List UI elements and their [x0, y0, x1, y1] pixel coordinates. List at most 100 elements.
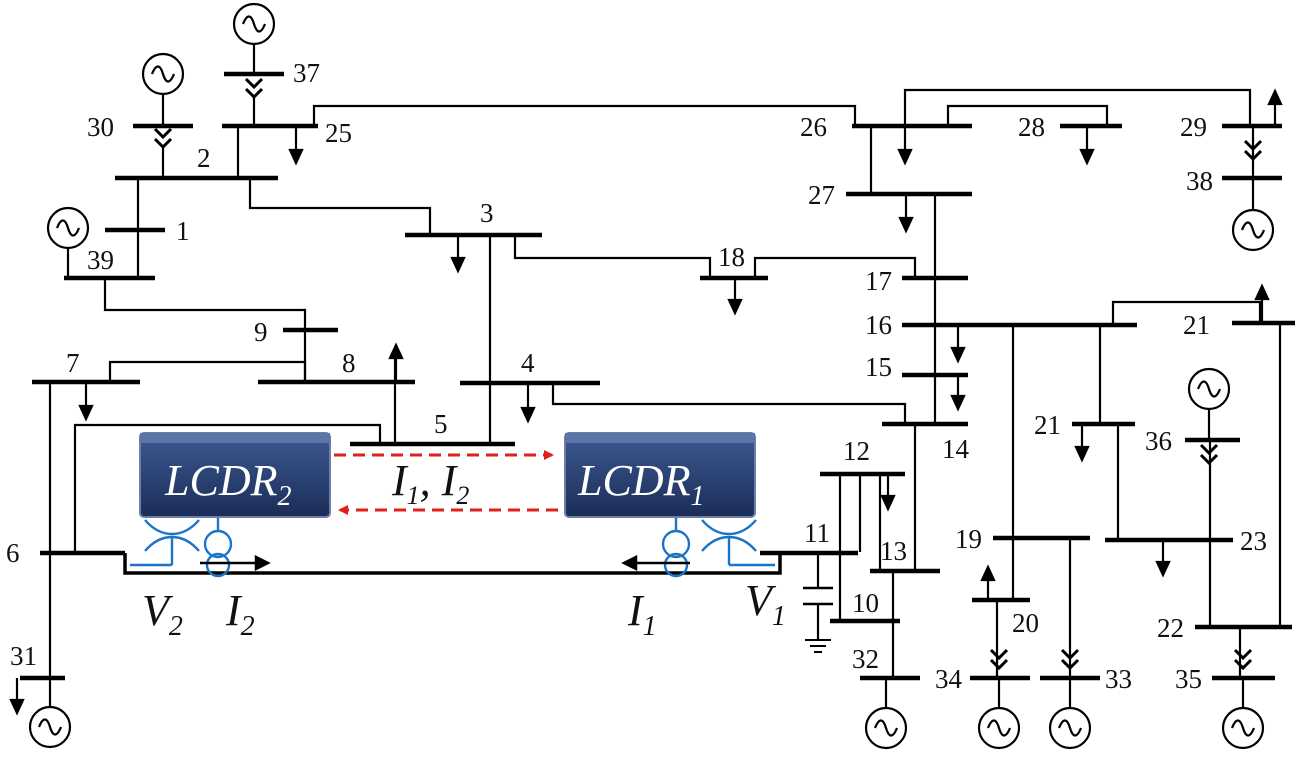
comm-i2: I: [441, 456, 459, 505]
generators: [28, 2, 1275, 750]
transformer-icon: [989, 648, 1009, 670]
bus-label-29: 29: [1180, 112, 1207, 142]
bus-label-25: 25: [325, 118, 352, 148]
bus-label-12: 12: [843, 436, 870, 466]
generator-icon: [1231, 208, 1275, 252]
comm-s1: 1: [407, 481, 420, 510]
load-arrow-icon: [9, 678, 25, 716]
bus-label-20: 20: [1012, 608, 1039, 638]
bus-label-1: 1: [176, 216, 190, 246]
bus-label-21a: 21: [1183, 310, 1210, 340]
generator-icon: [28, 705, 72, 749]
bus-label-21b: 21: [1034, 410, 1061, 440]
bus-label-31: 31: [10, 641, 37, 671]
bus-label-27: 27: [808, 180, 835, 210]
bus-label-9: 9: [254, 317, 268, 347]
bus-label-33: 33: [1105, 664, 1132, 694]
bus-label-35: 35: [1175, 664, 1202, 694]
load-arrow-icon: [450, 235, 466, 274]
voltage-transformer-icon: [130, 519, 200, 567]
bus-label-30: 30: [87, 112, 114, 142]
bus-bars: [20, 123, 1295, 681]
transformer-icon: [153, 127, 173, 149]
voltage-transformer-icon: [701, 519, 775, 567]
comm-i1: I: [391, 456, 409, 505]
bus-label-28: 28: [1018, 112, 1045, 142]
comm-s2: 2: [456, 481, 469, 510]
load-arrow-icon: [950, 375, 966, 412]
loads: [9, 88, 1283, 716]
load-arrow-icon: [1074, 424, 1090, 463]
load-arrow-icon: [1267, 88, 1283, 126]
bus-label-11: 11: [804, 518, 830, 548]
relay-lcdr1: LCDR1: [564, 432, 756, 518]
generator-icon: [977, 706, 1021, 750]
svg-text:I1, I2: I1, I2: [391, 456, 469, 510]
bus-label-22: 22: [1157, 613, 1184, 643]
transformer-icon: [244, 77, 264, 99]
load-arrow-icon: [1079, 126, 1095, 166]
generator-icon: [1048, 706, 1092, 750]
comm-link: I1, I2: [334, 450, 558, 515]
generator-icon: [1221, 706, 1265, 750]
bus-label-2: 2: [197, 143, 211, 173]
bus-label-5: 5: [434, 409, 448, 439]
bus-label-36: 36: [1145, 426, 1172, 456]
bus-label-14: 14: [942, 434, 970, 464]
generator-icon: [46, 206, 90, 250]
load-arrow-icon: [78, 382, 94, 422]
svg-text:LCDR2: LCDR2: [164, 456, 291, 512]
measure-v1: V1: [745, 576, 786, 632]
bus-label-3: 3: [480, 198, 494, 228]
current-arrows: [200, 554, 690, 572]
generator-icon: [141, 52, 185, 96]
bus-label-4: 4: [521, 348, 535, 378]
measure-i2: I2: [225, 586, 255, 642]
load-arrow-icon: [1254, 283, 1270, 323]
load-arrow-icon: [898, 194, 914, 234]
load-arrow-icon: [388, 342, 404, 382]
generator-icon: [232, 2, 276, 46]
bus-label-8: 8: [342, 348, 356, 378]
bus-label-39: 39: [87, 245, 114, 275]
capacitor-icon: [803, 586, 833, 606]
generator-icon: [864, 706, 908, 750]
load-arrow-icon: [880, 474, 896, 512]
bus-label-32: 32: [852, 644, 879, 674]
bus-label-19: 19: [955, 524, 982, 554]
bus-label-16: 16: [865, 310, 892, 340]
relay1-subscript: 1: [690, 481, 704, 512]
svg-text:LCDR1: LCDR1: [577, 456, 704, 512]
bus-label-13: 13: [880, 536, 907, 566]
relay1-name: LCDR: [577, 456, 691, 505]
bus-label-38: 38: [1186, 166, 1213, 196]
load-arrow-icon: [727, 278, 743, 316]
bus-labels: 1 2 3 4 5 6 7 8 9 10 11 12 13 14 15 16 1…: [6, 58, 1267, 694]
comm-sep: ,: [420, 456, 442, 505]
relay-lcdr2: LCDR2: [139, 432, 331, 518]
bus-label-10: 10: [852, 588, 879, 618]
transformer-icon: [1233, 648, 1253, 670]
load-arrow-icon: [897, 126, 913, 166]
bus-label-18: 18: [718, 242, 745, 272]
bus-label-7: 7: [66, 348, 80, 378]
measure-i1: I1: [627, 586, 657, 642]
bus-label-15: 15: [865, 352, 892, 382]
bus-label-17: 17: [865, 266, 892, 296]
load-arrow-icon: [520, 383, 536, 424]
load-arrow-icon: [288, 126, 304, 166]
relay2-name: LCDR: [164, 456, 278, 505]
current-transformer-icon: [203, 518, 233, 578]
load-arrow-icon: [1155, 540, 1171, 578]
current-transformer-icon: [661, 518, 691, 578]
bus-label-6: 6: [6, 538, 20, 568]
measure-v2: V2: [142, 586, 183, 642]
ground-icon: [805, 639, 831, 653]
transmission-lines: [48, 88, 1282, 678]
generator-icon: [1187, 367, 1231, 411]
bus-label-23: 23: [1240, 526, 1267, 556]
relay2-subscript: 2: [277, 481, 291, 512]
load-arrow-icon: [950, 325, 966, 364]
bus-label-26: 26: [800, 112, 827, 142]
